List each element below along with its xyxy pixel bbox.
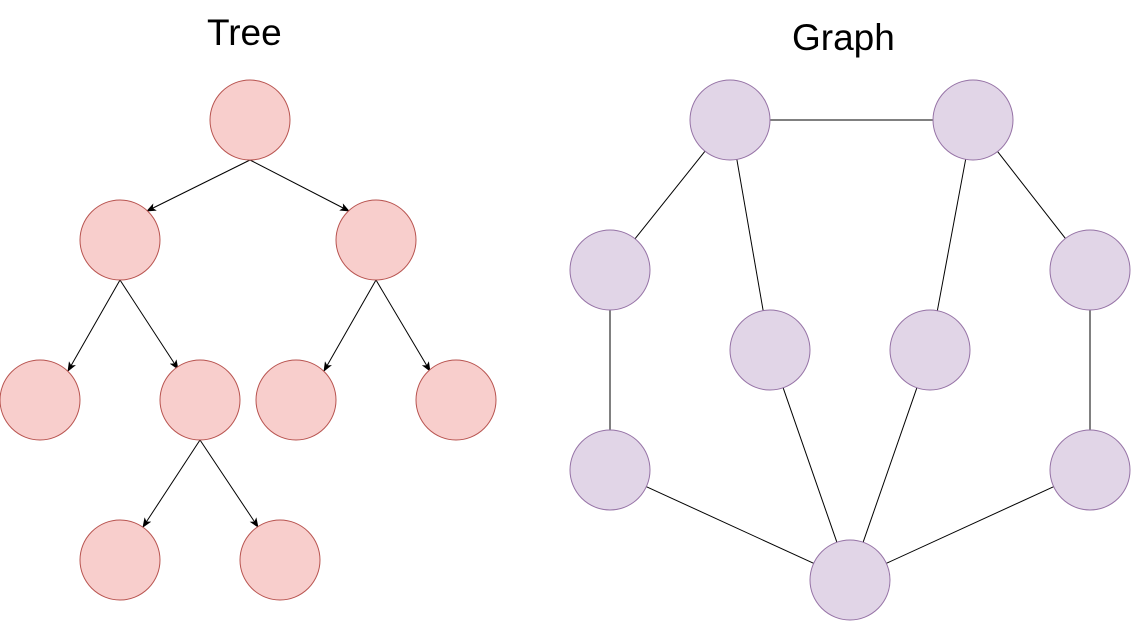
graph-node-low-right (1049, 429, 1131, 511)
graph-node-low-left (569, 429, 651, 511)
graph-edge-low-right-bottom (886, 486, 1054, 564)
graph-node-inner-right (889, 309, 971, 391)
graph-nodes (569, 79, 1131, 621)
tree-node-root (209, 79, 291, 161)
tree-edge-r-rl (323, 279, 377, 372)
tree-node-rr (415, 359, 497, 441)
tree-edge-l-ll (67, 279, 121, 372)
graph-edge-low-left-bottom (646, 486, 814, 564)
tree-node-rl (255, 359, 337, 441)
tree-node-r (335, 199, 417, 281)
tree-node-ll (0, 359, 81, 441)
graph-edge-top-left-mid-left (634, 150, 706, 240)
tree-node-l (79, 199, 161, 281)
tree-node-lrr (239, 519, 321, 601)
graph-node-top-right (932, 79, 1014, 161)
graph-node-top-left (689, 79, 771, 161)
graph-edge-inner-left-bottom (782, 387, 838, 543)
graph-edge-top-right-mid-right (997, 151, 1066, 239)
graph-edges (609, 119, 1091, 564)
tree-edges (67, 159, 431, 528)
tree-node-lr (159, 359, 241, 441)
graph-edge-top-right-inner-right (936, 159, 967, 311)
tree-edge-root-r (249, 159, 350, 212)
tree-edge-l-lr (119, 279, 179, 370)
graph-edge-inner-right-bottom (862, 387, 918, 543)
tree-nodes (0, 79, 497, 601)
graph-node-mid-left (569, 229, 651, 311)
graph-node-mid-right (1049, 229, 1131, 311)
tree-edge-lr-lrr (199, 439, 259, 528)
graph-node-inner-left (729, 309, 811, 391)
graph-edge-top-left-inner-left (736, 159, 764, 311)
tree-edge-root-l (146, 159, 251, 212)
graph-node-bottom (809, 539, 891, 621)
tree-node-lrl (79, 519, 161, 601)
tree-edge-lr-lrl (142, 439, 201, 528)
tree-title: Tree (207, 12, 282, 53)
tree-edge-r-rr (375, 279, 431, 372)
graph-title: Graph (792, 17, 895, 58)
